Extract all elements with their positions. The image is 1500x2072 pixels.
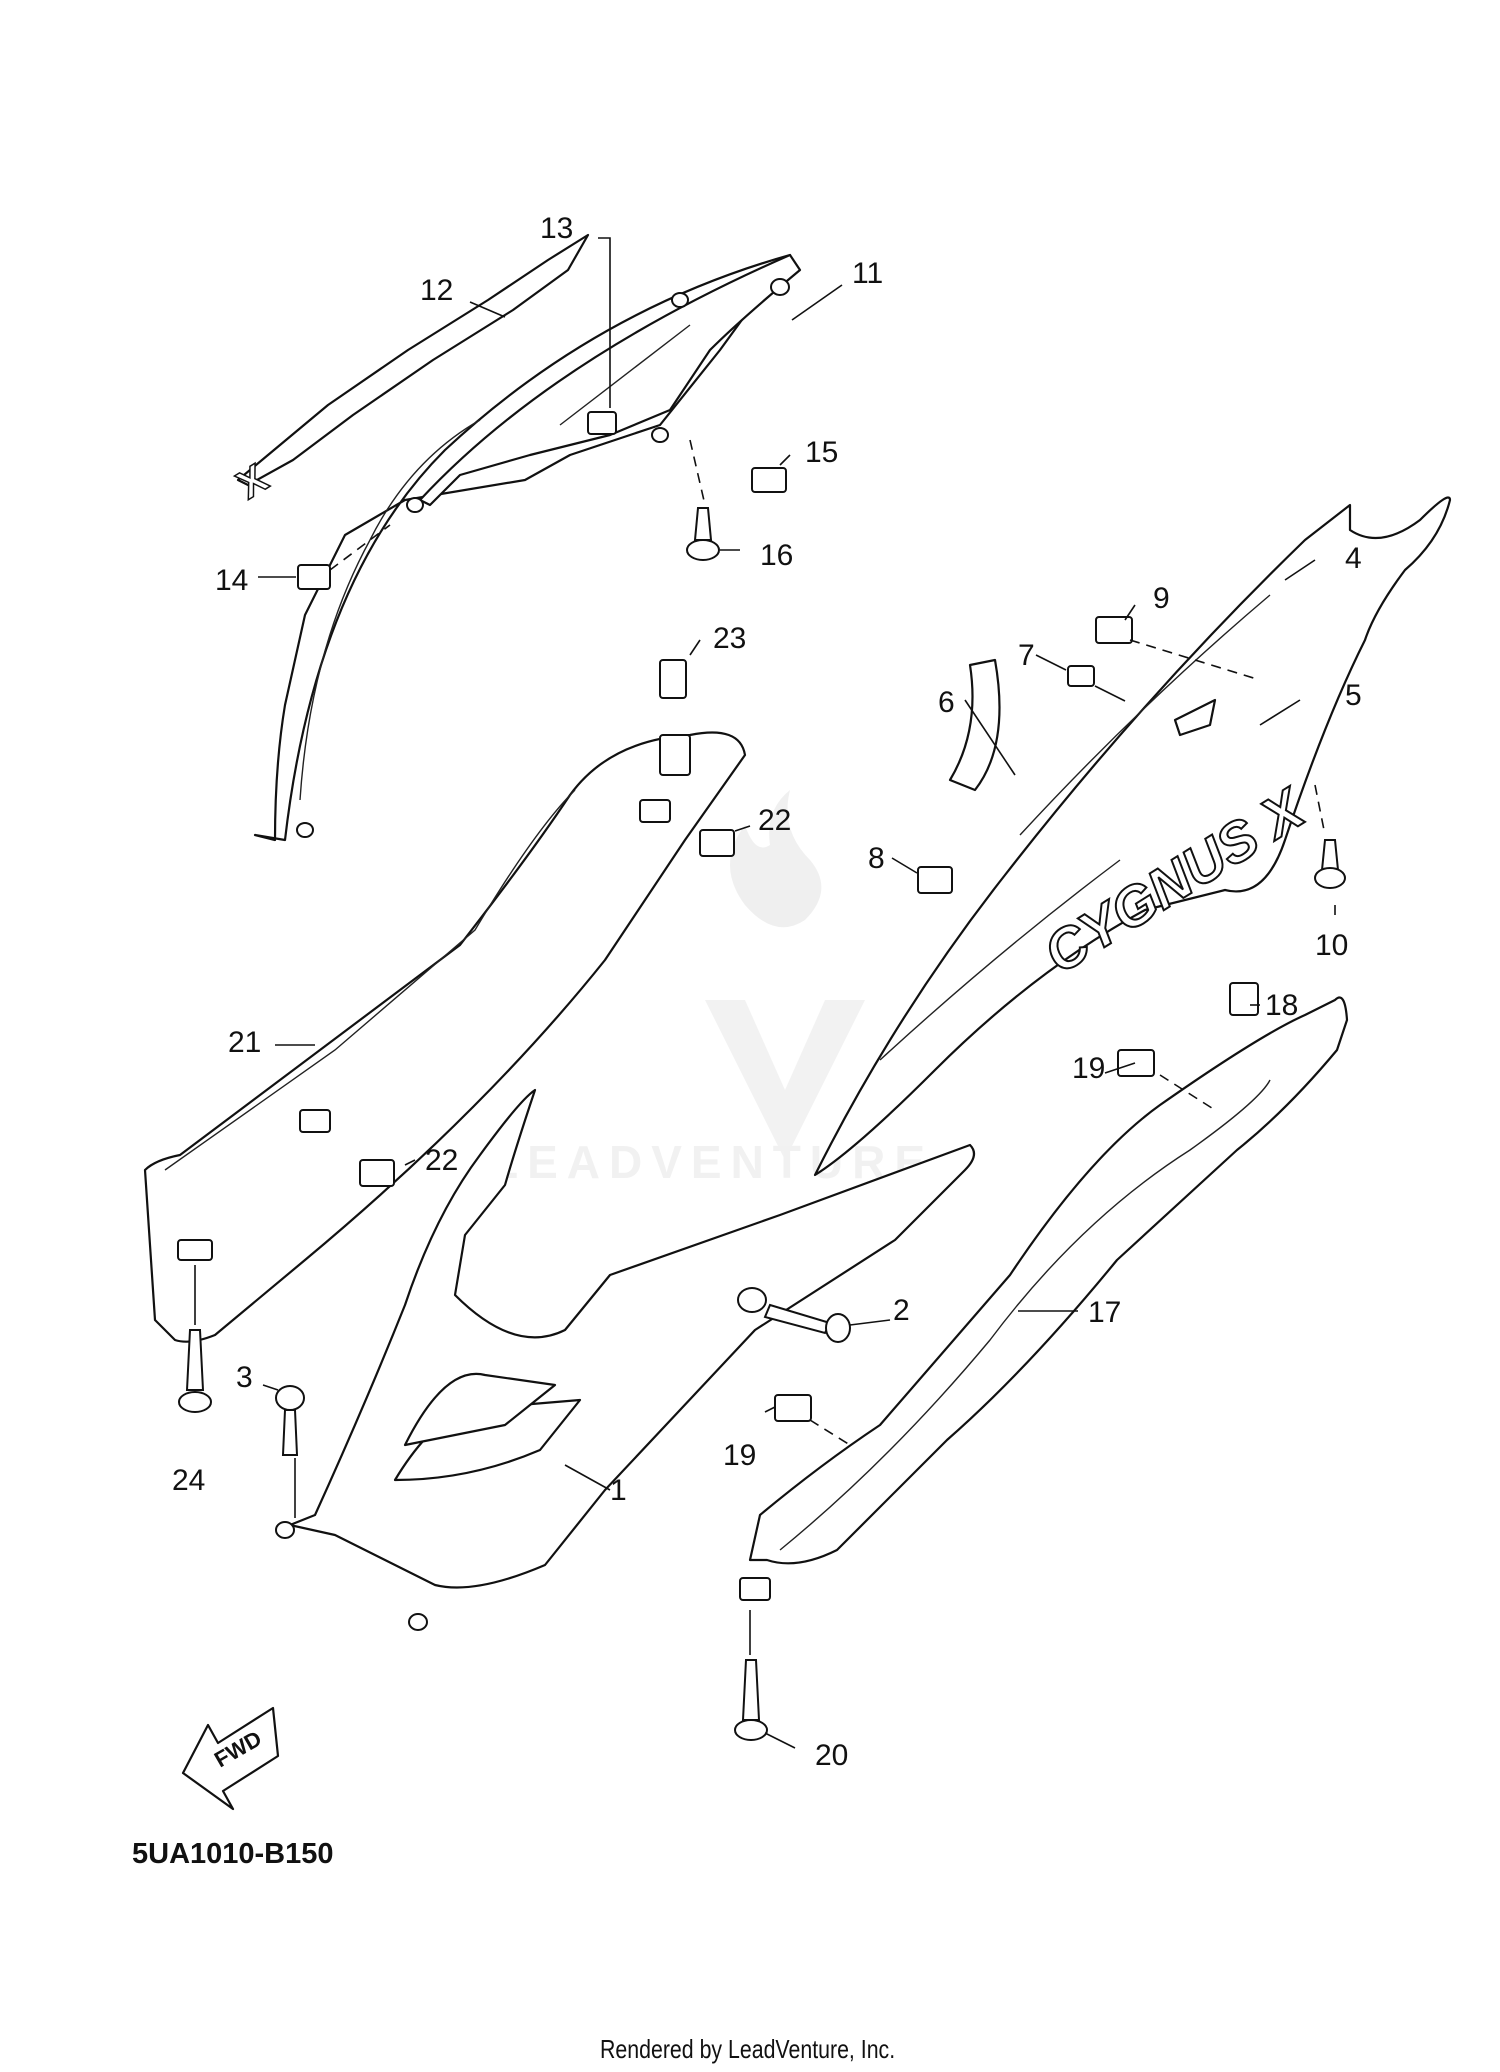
part-1-lower-cover <box>275 1088 976 1631</box>
leader-lines <box>194 237 1336 1749</box>
part-21-footboard <box>143 731 747 1343</box>
callout-4: 4 <box>1345 542 1362 575</box>
callout-20: 20 <box>815 1739 848 1772</box>
callout-1: 1 <box>610 1474 627 1507</box>
callout-17: 17 <box>1088 1296 1121 1329</box>
fwd-arrow-icon: FWD <box>181 1706 280 1811</box>
part-18-clip <box>1229 982 1259 1016</box>
part-17-side-rail <box>739 996 1349 1601</box>
callout-19-upper: 19 <box>1072 1052 1105 1085</box>
part-7-clip <box>1067 665 1095 687</box>
callout-7: 7 <box>1018 639 1035 672</box>
part-24-screw <box>178 1329 212 1413</box>
part-23-clip <box>659 659 687 699</box>
part-15-nut <box>751 467 787 493</box>
part-22-nut-lower <box>359 1159 395 1187</box>
part-19-nut-lower <box>774 1394 812 1422</box>
part-14-nut <box>297 564 331 590</box>
callout-14: 14 <box>215 564 248 597</box>
part-2-screw <box>763 1303 851 1343</box>
callout-23: 23 <box>713 622 746 655</box>
render-credit: Rendered by LeadVenture, Inc. <box>600 2034 896 2064</box>
part-19-nut-upper <box>1117 1049 1155 1077</box>
part-13-clip <box>587 411 617 435</box>
callout-22-upper: 22 <box>758 804 791 837</box>
callout-6: 6 <box>938 686 955 719</box>
callout-2: 2 <box>893 1294 910 1327</box>
part-3-screw <box>275 1385 305 1456</box>
callout-10: 10 <box>1315 929 1348 962</box>
part-8-nut <box>917 866 953 894</box>
callouts: 1 2 3 4 5 6 7 8 9 10 11 12 13 14 15 16 1… <box>172 212 1362 1772</box>
callout-15: 15 <box>805 436 838 469</box>
callout-24: 24 <box>172 1464 205 1497</box>
watermark-text: LEADVENTURE <box>490 1136 934 1188</box>
callout-5: 5 <box>1345 679 1362 712</box>
diagram-code: 5UA1010-B150 <box>132 1838 334 1870</box>
callout-22-lower: 22 <box>425 1144 458 1177</box>
part-9-nut <box>1095 616 1133 644</box>
callout-8: 8 <box>868 842 885 875</box>
callout-19-lower: 19 <box>723 1439 756 1472</box>
part-6-pad <box>948 658 1001 792</box>
callout-9: 9 <box>1153 582 1170 615</box>
callout-12: 12 <box>420 274 453 307</box>
callout-16: 16 <box>760 539 793 572</box>
callout-18: 18 <box>1265 989 1298 1022</box>
callout-3: 3 <box>236 1361 253 1394</box>
part-22-nut-upper <box>699 829 735 857</box>
callout-13: 13 <box>540 212 573 245</box>
part-16-screw <box>686 507 720 561</box>
callout-11: 11 <box>852 257 883 290</box>
part-20-screw <box>734 1659 768 1741</box>
part-10-screw <box>1314 839 1346 889</box>
callout-21: 21 <box>228 1026 261 1059</box>
